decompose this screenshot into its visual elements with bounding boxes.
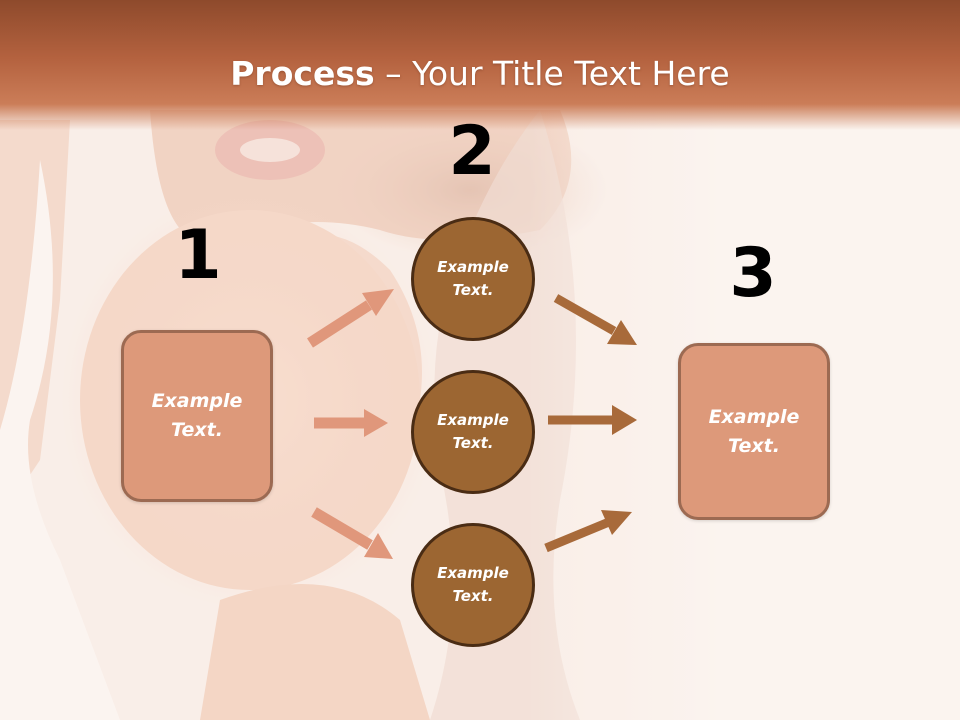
step-3-label: Example Text. <box>708 405 800 457</box>
arrow-2b-to-3 <box>548 405 637 435</box>
step-2-circle-3[interactable]: Example Text. <box>411 523 535 647</box>
step-3-box[interactable]: Example Text. <box>678 343 830 520</box>
step-number-1: 1 <box>174 216 222 295</box>
header-band <box>0 0 960 130</box>
step-2-circle-2-label: Example Text. <box>437 411 509 452</box>
arrow-1-to-2a <box>307 289 394 348</box>
title-dash: – <box>374 54 413 93</box>
step-number-3: 3 <box>729 234 777 313</box>
slide-title: Process – Your Title Text Here <box>0 52 960 96</box>
step-2-circle-2[interactable]: Example Text. <box>411 370 535 494</box>
step-1-box[interactable]: Example Text. <box>121 330 273 502</box>
step-2-circle-1-label: Example Text. <box>437 258 509 299</box>
title-rest: Your Title Text Here <box>412 54 730 93</box>
title-bold: Process <box>230 54 375 93</box>
arrow-2a-to-3 <box>553 294 637 345</box>
step-1-label: Example Text. <box>151 390 243 441</box>
step-2-circle-3-label: Example Text. <box>437 564 509 605</box>
step-2-circle-1[interactable]: Example Text. <box>411 217 535 341</box>
step-number-2: 2 <box>448 112 496 191</box>
arrow-2c-to-3 <box>544 510 632 553</box>
arrow-1-to-2c <box>311 507 393 559</box>
arrow-1-to-2b <box>314 409 388 437</box>
